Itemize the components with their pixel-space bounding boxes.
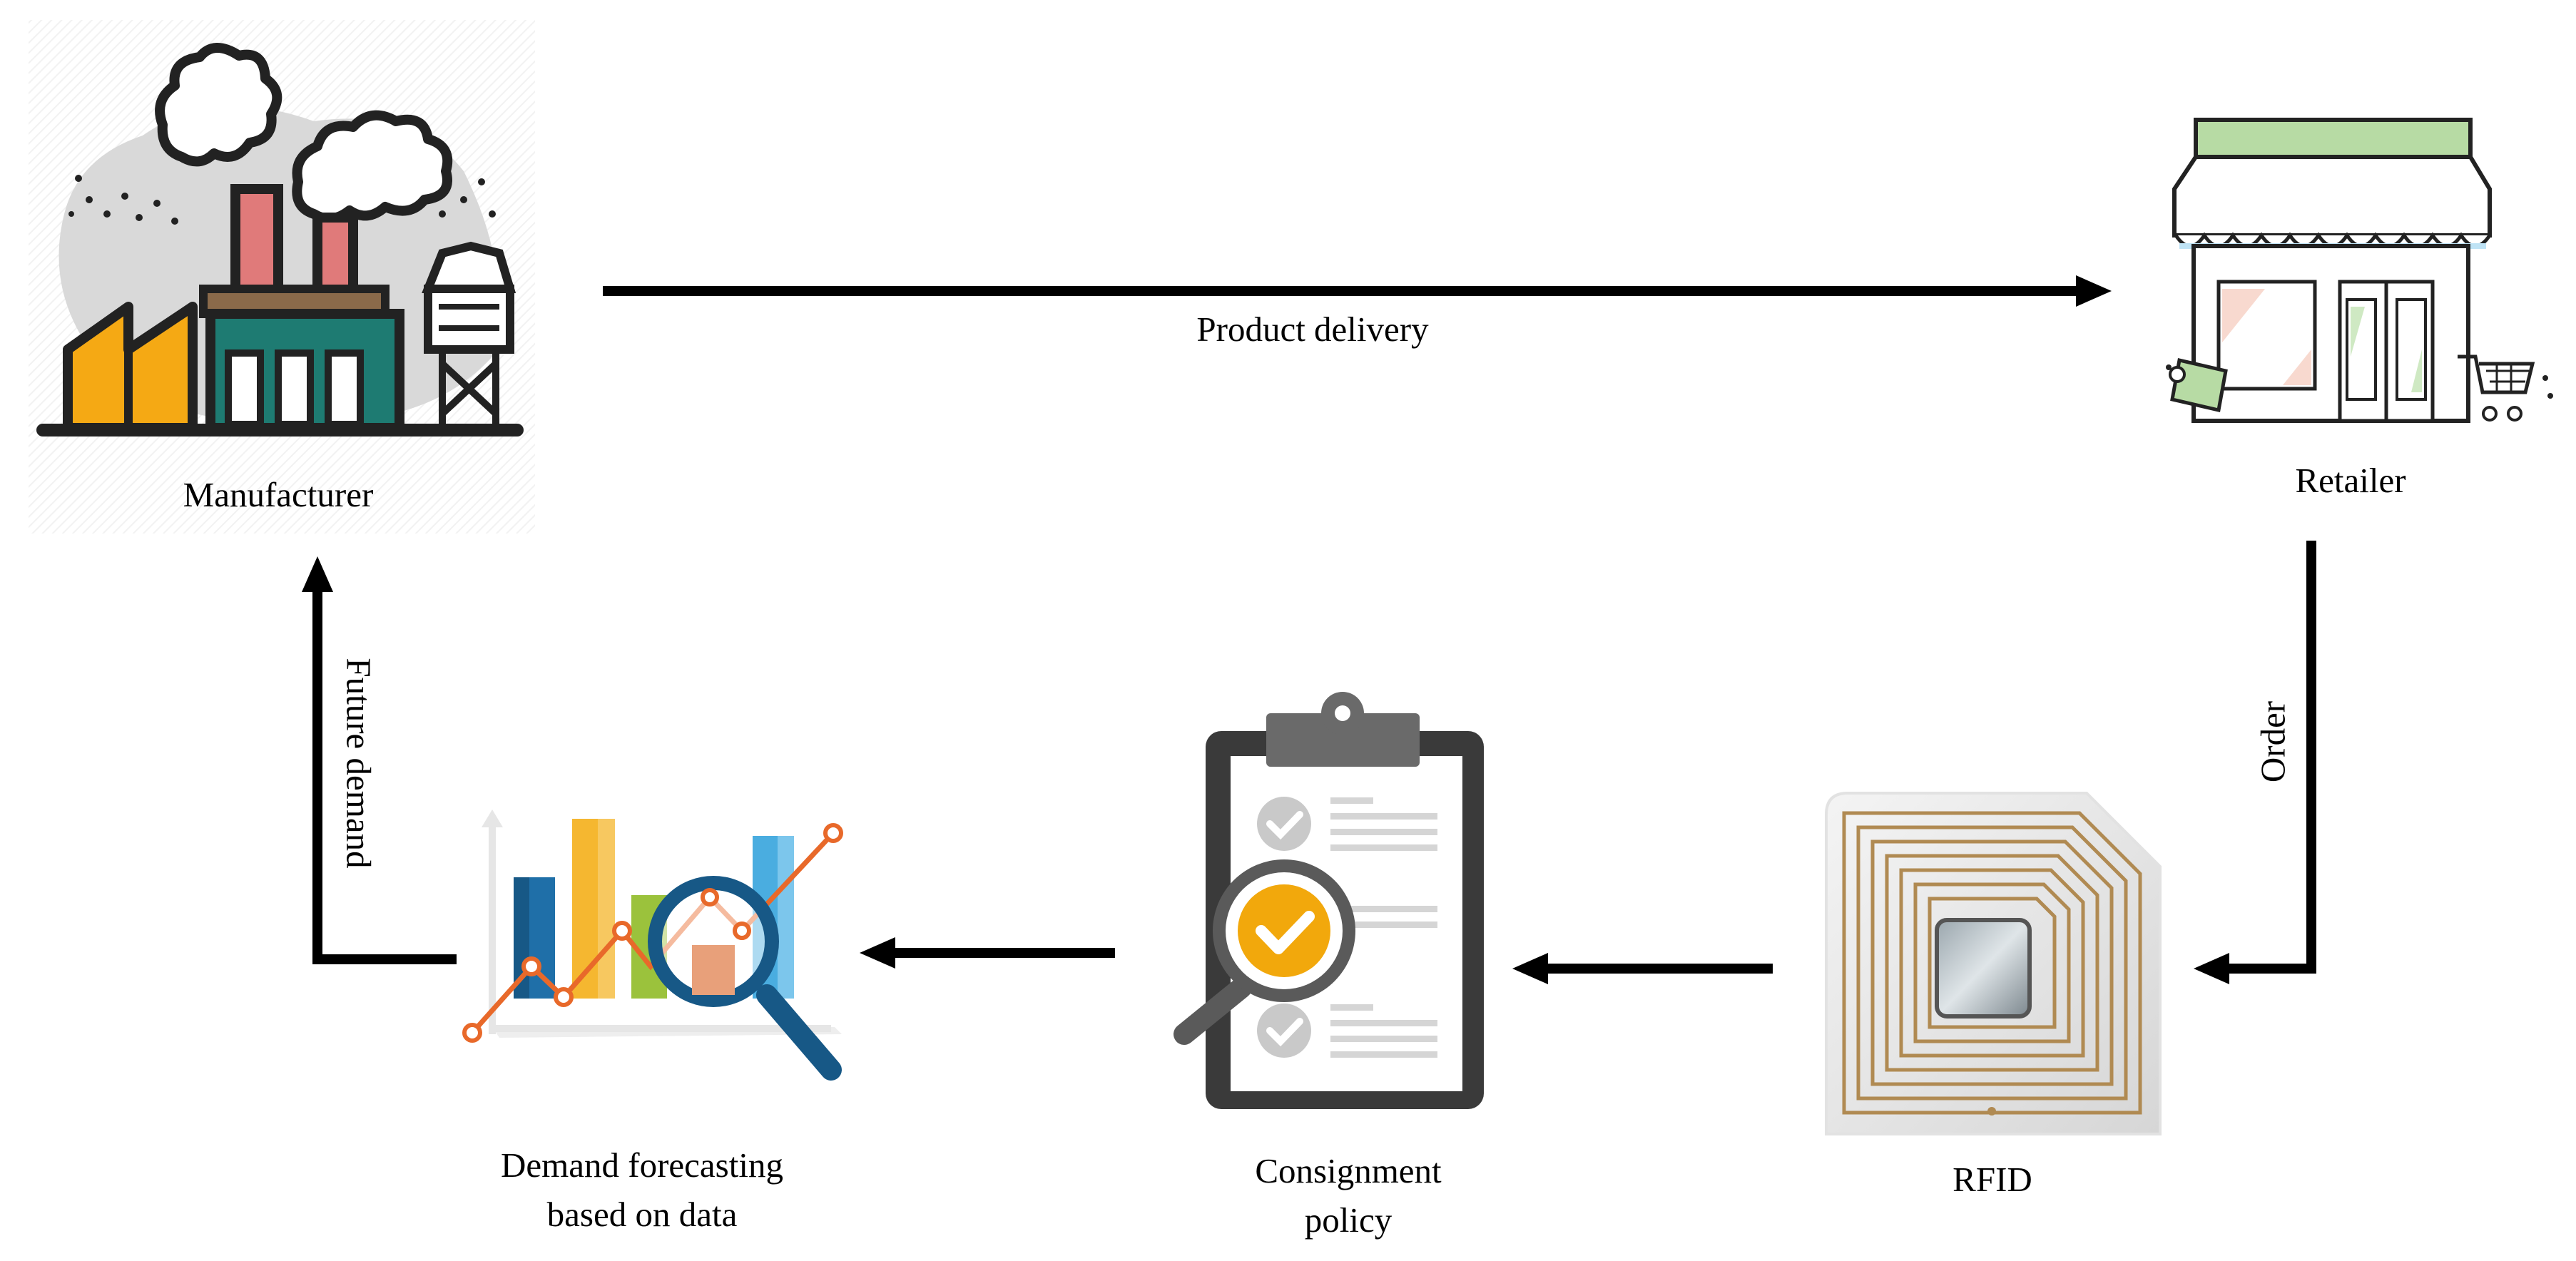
rfid-chip-icon [1825, 792, 2162, 1135]
factory-icon [29, 20, 535, 534]
arrow-consignment-to-forecast [860, 937, 1115, 969]
arrow-rfid-to-consignment [1512, 953, 1773, 984]
forecast-label: Demand forecasting based on data [428, 1141, 856, 1239]
retailer-label: Retailer [2295, 461, 2406, 500]
chart-magnifier-icon [462, 810, 843, 1081]
arrow-product-delivery [603, 275, 2112, 307]
storefront-icon [2166, 118, 2553, 423]
arrow-future-demand [302, 556, 457, 964]
forecast-label-line1: Demand forecasting [501, 1145, 783, 1185]
clipboard-check-icon [1174, 692, 1484, 1109]
rfid-label: RFID [1953, 1160, 2032, 1199]
consignment-label-line2: policy [1304, 1200, 1393, 1240]
manufacturer-label: Manufacturer [183, 475, 374, 514]
arrow-order [2194, 541, 2316, 984]
product-delivery-label: Product delivery [1196, 310, 1429, 349]
consignment-label-line1: Consignment [1255, 1151, 1442, 1190]
future-demand-label: Future demand [339, 658, 379, 869]
forecast-label-line2: based on data [546, 1194, 738, 1234]
order-label: Order [2253, 700, 2293, 783]
consignment-label: Consignment policy [1206, 1147, 1491, 1245]
